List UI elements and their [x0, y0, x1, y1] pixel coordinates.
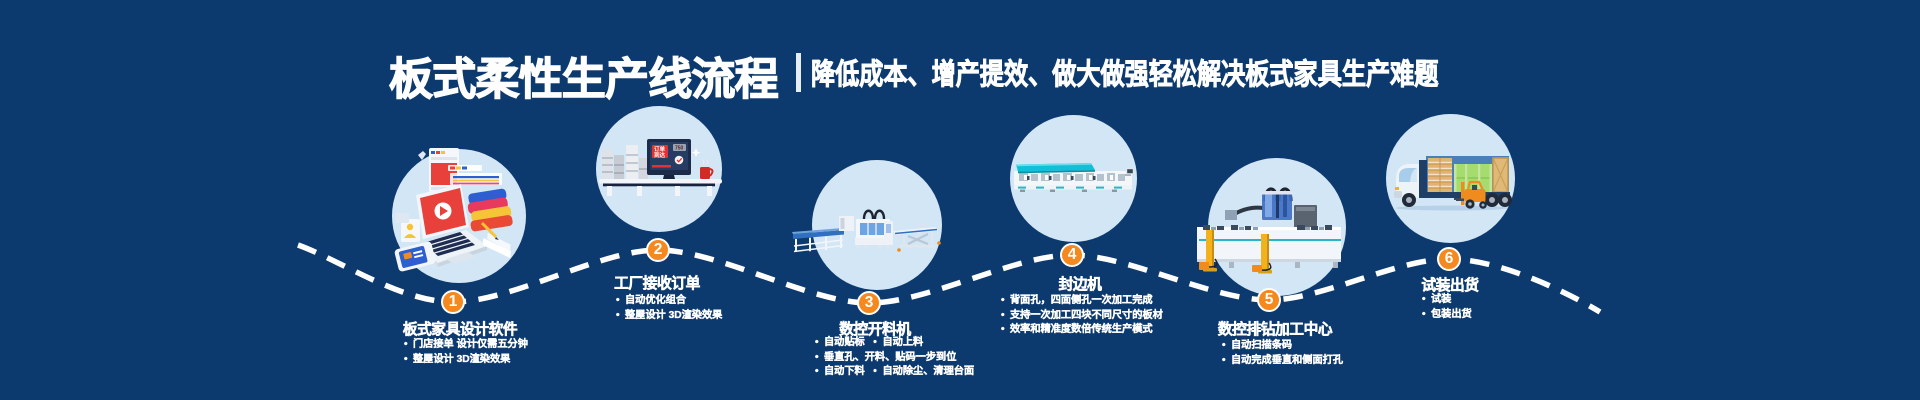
svg-text:到达: 到达 — [654, 151, 666, 159]
svg-text:订单: 订单 — [654, 145, 666, 153]
svg-text:750: 750 — [675, 146, 684, 152]
